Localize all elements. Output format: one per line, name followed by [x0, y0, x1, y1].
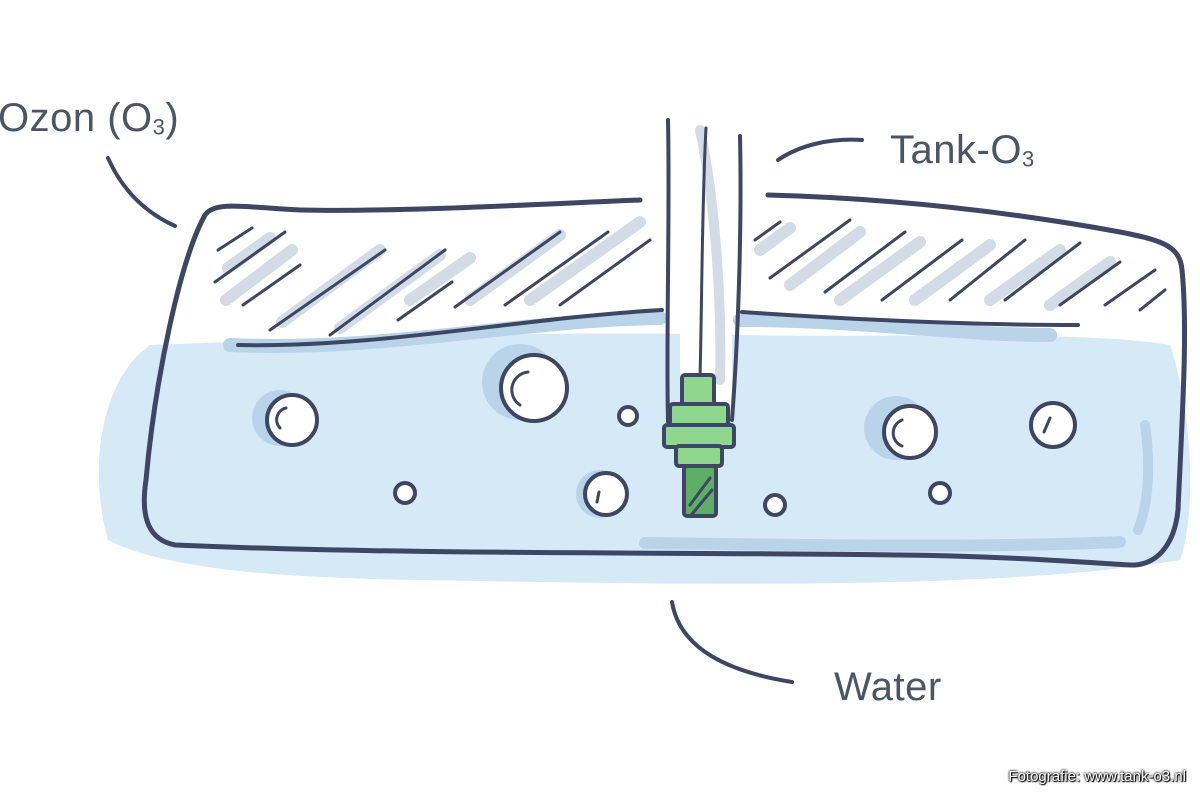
water-background — [98, 333, 1191, 584]
ozone-label-suffix: ) — [165, 96, 180, 140]
water-leader-line — [670, 600, 794, 684]
ozone-label-text: Ozon (O — [0, 96, 153, 140]
bubble-icon — [1029, 401, 1077, 449]
tank-leader-line — [776, 137, 864, 162]
bubble-icon — [252, 390, 319, 447]
tank-label-text: Tank-O — [890, 128, 1022, 172]
ozone-label: Ozon (O3) — [0, 98, 179, 138]
gas-hatch-shadow — [220, 216, 1116, 334]
tank-outline — [141, 192, 1188, 568]
water-bottom-shadow — [639, 536, 1126, 552]
tank-label: Tank-O3 — [890, 130, 1035, 170]
tank-label-subscript: 3 — [1021, 146, 1035, 172]
tube-icon — [665, 118, 743, 424]
bubble-icon — [928, 481, 952, 505]
water-side-shadow — [1133, 420, 1154, 535]
bubble-icon — [576, 470, 629, 518]
bubbles — [252, 344, 1077, 518]
bubble-icon — [864, 396, 938, 460]
ozone-leader-line — [106, 156, 177, 228]
ozone-diffuser-icon — [662, 373, 736, 518]
bubble-icon — [393, 481, 417, 505]
ozone-label-subscript: 3 — [152, 114, 166, 140]
gas-hatch-lines — [213, 218, 1167, 337]
bubble-icon — [482, 344, 569, 423]
bubble-icon — [763, 493, 787, 517]
water-label-text: Water — [834, 665, 942, 709]
bubble-icon — [617, 405, 639, 427]
water-surface-line — [236, 308, 1080, 348]
water-label: Water — [834, 667, 942, 707]
photo-credit: Fotografie: www.tank-o3.nl — [1008, 768, 1186, 785]
